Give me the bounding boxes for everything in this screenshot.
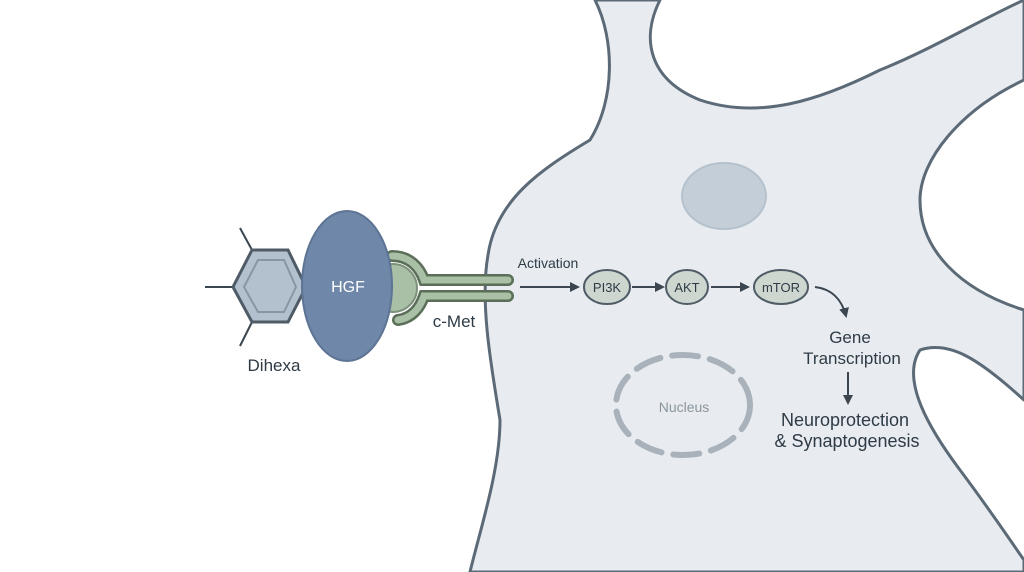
gene-transcription-line2: Transcription (803, 349, 901, 368)
hgf-label: HGF (331, 279, 365, 296)
akt-node (665, 269, 709, 305)
hgf-ligand (301, 210, 393, 362)
nucleus-label: Nucleus (659, 399, 710, 415)
mtor-node (753, 269, 809, 305)
dihexa-label: Dihexa (248, 356, 301, 375)
outcome-line1: Neuroprotection (781, 410, 909, 430)
activation-label: Activation (518, 255, 579, 271)
mtor-label: mTOR (762, 280, 800, 295)
dihexa-molecule-icon (205, 227, 308, 347)
pi3k-node (583, 269, 631, 305)
akt-label: AKT (674, 280, 699, 295)
vesicle-organelle (681, 162, 767, 230)
c-met-receptor (368, 250, 514, 326)
mtor-to-gene-arrow (814, 286, 849, 318)
c-met-label: c-Met (433, 312, 476, 331)
pi3k-label: PI3K (593, 280, 622, 295)
nucleus-outline (613, 352, 753, 458)
gene-transcription-line1: Gene (829, 328, 871, 347)
outcome-line2: & Synaptogenesis (774, 431, 919, 451)
